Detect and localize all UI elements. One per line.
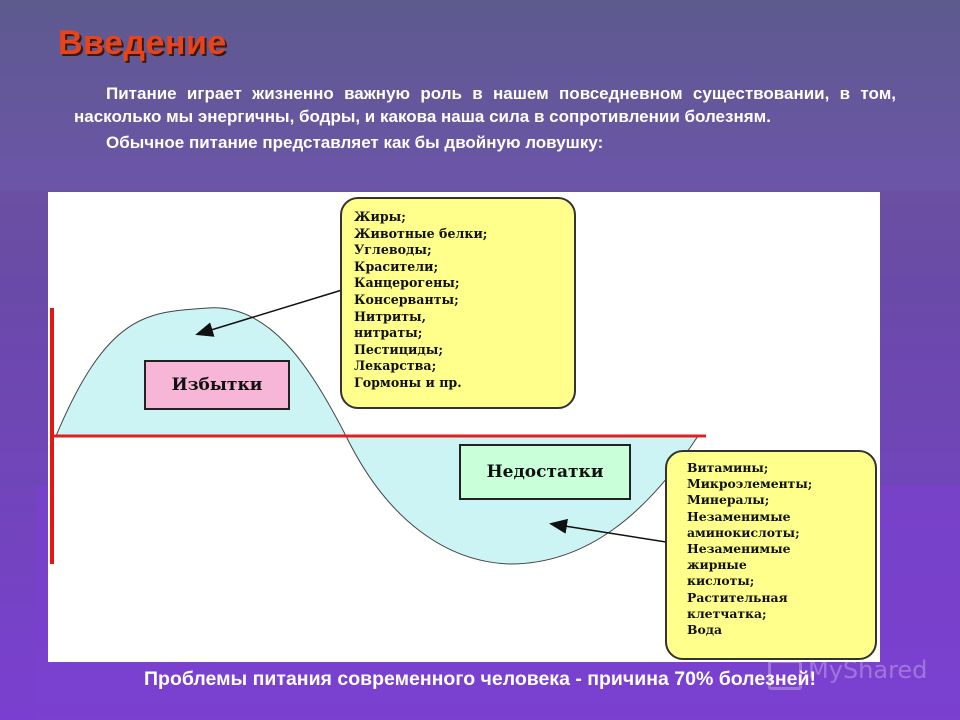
presentation-screen-icon	[768, 660, 802, 690]
excess-list-callout: Жиры; Животные белки; Углеводы; Красител…	[340, 197, 576, 409]
deficit-item: Растительная	[687, 589, 788, 605]
slide-footer: Проблемы питания современного человека -…	[144, 668, 816, 690]
nutrition-diagram: Избытки Недостатки Жиры; Животные белки;…	[48, 192, 880, 662]
deficit-label: Недостатки	[459, 444, 631, 500]
excess-item: нитраты;	[354, 325, 423, 341]
watermark-text: MyShared	[808, 656, 928, 684]
deficit-arrow	[549, 518, 667, 543]
deficit-item: Незаменимые	[687, 541, 791, 557]
deficit-item: Вода	[687, 622, 723, 638]
excess-item: Животные белки;	[354, 225, 488, 241]
deficit-item: Минералы;	[687, 492, 770, 508]
excess-arrow	[195, 289, 343, 337]
deficit-item: Незаменимые	[687, 508, 791, 524]
excess-item: Углеводы;	[354, 242, 432, 258]
deficit-list-callout: Витамины; Микроэлементы; Минералы; Незам…	[665, 450, 877, 660]
excess-item: Пестициды;	[354, 341, 444, 357]
excess-label: Избытки	[144, 360, 290, 410]
excess-item: Красители;	[354, 258, 439, 274]
trap-sentence: Обычное питание представляет как бы двой…	[106, 133, 604, 152]
deficit-item: жирные	[687, 557, 747, 573]
deficit-item: Витамины;	[687, 460, 769, 475]
excess-item: Жиры;	[354, 209, 406, 224]
excess-item: Нитриты,	[354, 308, 427, 324]
deficit-item: кислоты;	[687, 573, 755, 589]
deficit-item: Микроэлементы;	[687, 476, 813, 492]
excess-item: Канцерогены;	[354, 275, 460, 291]
excess-item: Консерванты;	[354, 291, 459, 307]
deficit-item: клетчатка;	[687, 605, 767, 621]
excess-item: Лекарства;	[354, 358, 437, 374]
excess-item: Гормоны и пр.	[354, 374, 462, 390]
intro-paragraph: Питание играет жизненно важную роль в на…	[74, 84, 896, 126]
intro-text: Питание играет жизненно важную роль в на…	[74, 82, 896, 154]
slide-title: Введение	[58, 24, 227, 62]
header-band	[0, 0, 960, 190]
deficit-item: аминокислоты;	[687, 524, 800, 540]
